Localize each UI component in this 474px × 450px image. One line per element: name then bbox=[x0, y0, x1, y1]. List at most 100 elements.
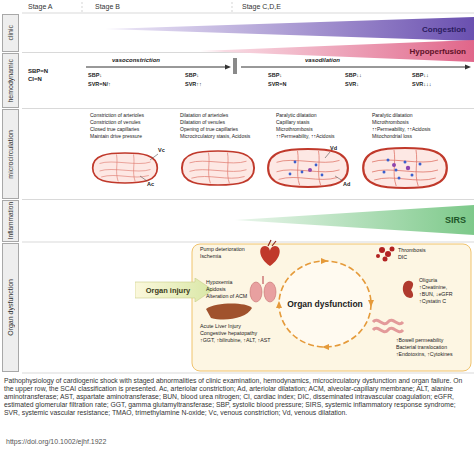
microvessel-illustrations-part-part bbox=[398, 177, 401, 180]
hemodynamic-value: SVR↓ bbox=[345, 81, 359, 87]
organ-note: ↑Bowell permeability bbox=[396, 338, 443, 344]
microcirculation-note: Dilatation of arterioles bbox=[180, 113, 228, 119]
sirs-wedge: SIRS bbox=[235, 205, 474, 235]
organ-note: Acidosis bbox=[206, 287, 226, 293]
organ-illustrations-part bbox=[260, 246, 279, 266]
organ-dysfunction-circle-outline-part bbox=[321, 258, 328, 264]
row-label: Inflammation bbox=[7, 202, 14, 239]
organ-illustrations-part-part bbox=[379, 247, 385, 253]
organ-note: ↑BUN, ↓eGFR bbox=[419, 292, 453, 298]
organ-illustrations-part-part bbox=[376, 254, 380, 258]
node-label: Congestion bbox=[422, 25, 466, 34]
microcirculation-note: Microthrombosis bbox=[372, 120, 409, 126]
stage-dividers bbox=[82, 2, 232, 13]
row-separators-part bbox=[22, 13, 474, 14]
organ-note: DIC bbox=[398, 255, 407, 261]
hemodynamic-arrows-part bbox=[233, 58, 237, 74]
organ-note: Hypoxemia bbox=[206, 280, 233, 286]
node-label: Hypoperfusion bbox=[410, 47, 466, 56]
hemodynamic-value: SBP↓ bbox=[268, 72, 282, 78]
microvessel-illustrations-part bbox=[182, 151, 254, 185]
organ-dysfunction-circle: Organ dysfunction bbox=[275, 258, 375, 350]
microvessel-illustrations-part-part bbox=[406, 166, 410, 170]
organ-note: Alteration of ACM bbox=[206, 294, 247, 300]
microvessel-illustrations-part-part bbox=[392, 163, 396, 167]
microvessel-illustrations-part bbox=[363, 148, 447, 188]
congestion-wedge-outline-part bbox=[105, 17, 474, 41]
microcirculation-note: Dilatation of venules bbox=[180, 120, 225, 126]
row-separators-part bbox=[22, 199, 474, 200]
organ-illustrations-part-part bbox=[383, 257, 388, 262]
microvessel-illustrations-part bbox=[140, 152, 343, 181]
stage-dividers-part bbox=[82, 2, 83, 13]
hemodynamic-arrows-part bbox=[241, 67, 466, 68]
organ-illustrations-part bbox=[268, 240, 276, 246]
organ-illustrations-part bbox=[264, 282, 276, 302]
organ-injury-arrow-outline-part bbox=[135, 278, 213, 302]
sirs-wedge-outline bbox=[235, 205, 474, 235]
vessel-tag: Ad bbox=[343, 181, 350, 187]
organ-illustrations-part bbox=[373, 320, 403, 331]
microvessel-illustrations-part-part bbox=[321, 174, 324, 177]
organ-dysfunction-circle-outline-part bbox=[322, 344, 329, 350]
row-label-box: clinic bbox=[2, 14, 19, 52]
node-label: SIRS bbox=[445, 215, 466, 225]
microvessel-illustrations-part-part bbox=[294, 161, 297, 164]
hemodynamic-value: SBP=N bbox=[28, 68, 48, 75]
stage-heading: Stage C,D,E bbox=[242, 3, 281, 11]
microvessel-illustrations-part-part bbox=[325, 152, 330, 158]
hemodynamic-value: CI=N bbox=[28, 76, 42, 83]
organ-illustrations-part bbox=[403, 281, 413, 298]
organ-note: ↑Cystatin C bbox=[419, 299, 446, 305]
phase-label: vasodilation bbox=[305, 57, 340, 64]
microcirculation-note: ↑↑Permeability, ↑↑Acidosis bbox=[276, 134, 335, 140]
microvessel-illustrations-part-part bbox=[419, 163, 422, 166]
microcirculation-note: ↑↑Permeability, ↑↑Acidosis bbox=[372, 127, 431, 133]
organ-panel bbox=[192, 244, 471, 371]
microvessel-illustrations bbox=[93, 148, 447, 188]
organ-note: Acute Liver Injury bbox=[200, 324, 241, 330]
phase-label: vasoconstriction bbox=[112, 57, 160, 64]
microcirculation-note: Maintain drive pressure bbox=[90, 134, 142, 140]
congestion-wedge: Congestion bbox=[105, 17, 474, 41]
row-label: hemodynamic bbox=[7, 59, 14, 103]
microcirculation-note: Constriction of venules bbox=[90, 120, 141, 126]
row-label-box: microcirculation bbox=[2, 109, 19, 199]
microvessel-illustrations-part-part bbox=[308, 168, 312, 172]
organ-note: ↑GGT, ↑bilirubine, ↑ALT, ↑AST bbox=[200, 338, 271, 344]
microvessel-illustrations-part-part bbox=[301, 171, 304, 174]
microcirculation-note: Constriction of arterioles bbox=[90, 113, 144, 119]
organ-illustrations-part-part bbox=[385, 251, 391, 257]
row-label: Organ dysfunction bbox=[7, 279, 14, 336]
stage-heading: Stage B bbox=[95, 3, 120, 11]
row-separators-part bbox=[22, 373, 474, 374]
hemodynamic-arrows-part bbox=[465, 65, 471, 70]
hemodynamic-arrows bbox=[86, 58, 471, 74]
figure-caption: Pathophysiology of cardiogenic shock wit… bbox=[4, 377, 470, 417]
microvessel-illustrations-part-part bbox=[395, 169, 398, 172]
sirs-wedge-outline-part bbox=[235, 205, 474, 235]
row-label-box: Inflammation bbox=[2, 200, 19, 242]
microcirculation-note: Paralytic dilatation bbox=[372, 113, 413, 119]
organ-illustrations-part bbox=[206, 304, 252, 320]
row-separators-part bbox=[22, 242, 474, 243]
organ-dysfunction-circle-outline-part bbox=[276, 301, 282, 308]
microcirculation-note: Paralytic dilatation bbox=[276, 113, 317, 119]
organ-note: Ischemia bbox=[200, 254, 221, 260]
microvessel-illustrations-part-part bbox=[315, 164, 318, 167]
microcirculation-note: Closed true capillaries bbox=[90, 127, 139, 133]
microvessel-illustrations-part bbox=[289, 159, 422, 180]
row-separators bbox=[22, 13, 474, 373]
organ-dysfunction-circle-outline-part bbox=[279, 261, 371, 347]
vessel-tag: Vd bbox=[330, 145, 337, 151]
row-label: clinic bbox=[7, 25, 14, 41]
organ-dysfunction-circle-outline-part bbox=[368, 300, 374, 307]
organ-panel-part bbox=[192, 244, 471, 371]
vessel-tag: Ac bbox=[147, 181, 154, 187]
hemodynamic-value: SBP↓ bbox=[185, 72, 199, 78]
organ-note: ↑Endotoxins, ↑Cytokines bbox=[396, 352, 453, 358]
organ-note: Pump deterioration bbox=[200, 247, 245, 253]
organ-note: Oliguria bbox=[419, 278, 437, 284]
organ-illustrations-part bbox=[376, 247, 395, 262]
